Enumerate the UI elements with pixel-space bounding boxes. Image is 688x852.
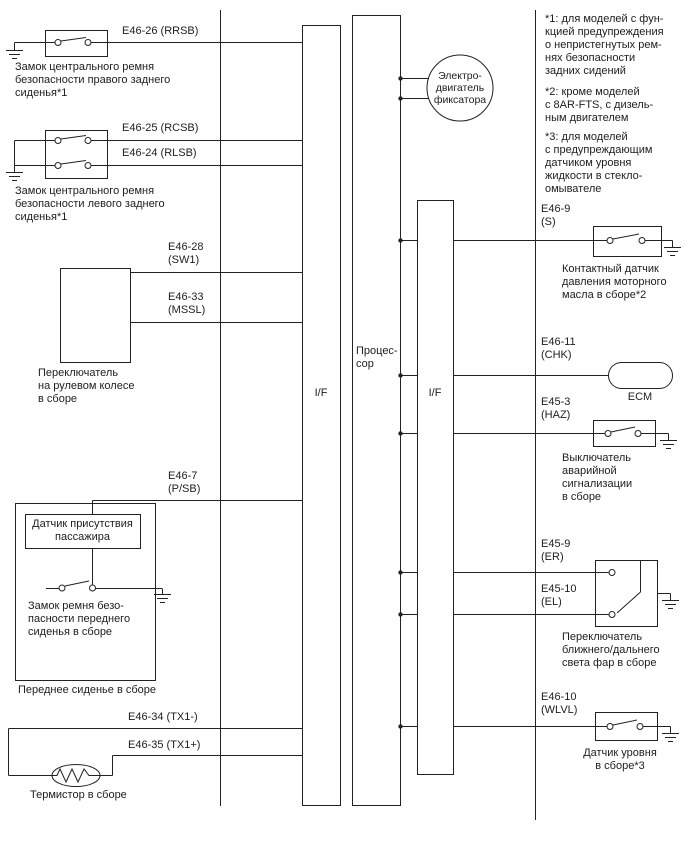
wire-label-e46-26: E46-26 (RRSB): [122, 25, 199, 37]
level-sensor-symbol: [453, 712, 679, 742]
label-processor: Процес- сор: [356, 345, 398, 370]
caption-front-buckle: Замок ремня безо- пасности переднего сид…: [28, 600, 131, 638]
if-left-box: [302, 25, 341, 806]
label-if-left: I/F: [314, 387, 328, 399]
caption-front-seat: Переднее сиденье в сборе: [18, 684, 157, 696]
wire-label-e46-25: E46-25 (RCSB): [122, 122, 199, 134]
ecm-symbol: [453, 362, 673, 389]
caption-ecm: ECM: [627, 391, 653, 403]
pin-label-e45-10: E45-10 (EL): [541, 583, 577, 608]
hazard-switch-symbol: [453, 420, 677, 449]
oil-pressure-switch-symbol: [453, 226, 681, 257]
caption-hazard-switch: Выключатель аварийной сигнализации в сбо…: [562, 452, 633, 503]
caption-rear-left-buckle: Замок центрального ремня безопасности ле…: [15, 185, 165, 223]
caption-retractor-motor: Электро- двигатель фиксатора: [433, 70, 487, 106]
caption-dimmer-switch: Переключатель ближнего/дальнего света фа…: [562, 631, 660, 669]
thermistor-symbol: [8, 728, 302, 787]
processor-box: [352, 15, 401, 806]
steering-switch-box: [60, 268, 302, 363]
caption-steering-switch: Переключатель на рулевом колесе в сборе: [38, 367, 135, 405]
harness-bus-lines: [220, 10, 536, 820]
caption-thermistor: Термистор в сборе: [30, 789, 127, 801]
caption-occupant-sensor: Датчик присутствия пассажира: [32, 518, 133, 543]
dimmer-switch-symbol: [453, 560, 679, 627]
footnote-1: *1: для моделей с фун- кцией предупрежде…: [545, 13, 664, 77]
wire-label-e46-35: E46-35 (TX1+): [128, 739, 201, 751]
footnote-3: *3: для моделей с предупреждающим датчик…: [545, 131, 653, 195]
rear-left-buckle-switch-symbol: [6, 130, 302, 181]
label-if-right: I/F: [428, 387, 442, 399]
wire-label-e46-33: E46-33 (MSSL): [168, 291, 206, 316]
footnote-2: *2: кроме моделей с 8AR-FTS, с дизель- н…: [545, 86, 654, 124]
if-right-box: [417, 200, 454, 775]
wire-label-e46-34: E46-34 (TX1-): [128, 711, 198, 723]
pin-label-e46-11: E46-11 (CHK): [541, 336, 576, 361]
rear-right-buckle-switch-symbol: [6, 30, 302, 59]
pin-label-e46-10: E46-10 (WLVL): [541, 691, 578, 716]
caption-level-sensor: Датчик уровня в сборе*3: [583, 747, 657, 772]
caption-rear-right-buckle: Замок центрального ремня безопасности пр…: [15, 61, 171, 99]
wire-label-e46-7: E46-7 (P/SB): [168, 470, 201, 495]
retractor-motor-symbol: [398, 54, 494, 122]
front-seat-assembly-symbol: [15, 500, 302, 681]
processor-if-links: [398, 238, 417, 729]
pin-label-e46-9: E46-9 (S): [541, 203, 571, 228]
pin-label-e45-9: E45-9 (ER): [541, 538, 571, 563]
caption-oil-pressure-switch: Контактный датчик давления моторного мас…: [562, 263, 667, 301]
pin-label-e45-3: E45-3 (HAZ): [541, 396, 571, 421]
wire-label-e46-28: E46-28 (SW1): [168, 241, 204, 266]
wire-label-e46-24: E46-24 (RLSB): [122, 147, 197, 159]
